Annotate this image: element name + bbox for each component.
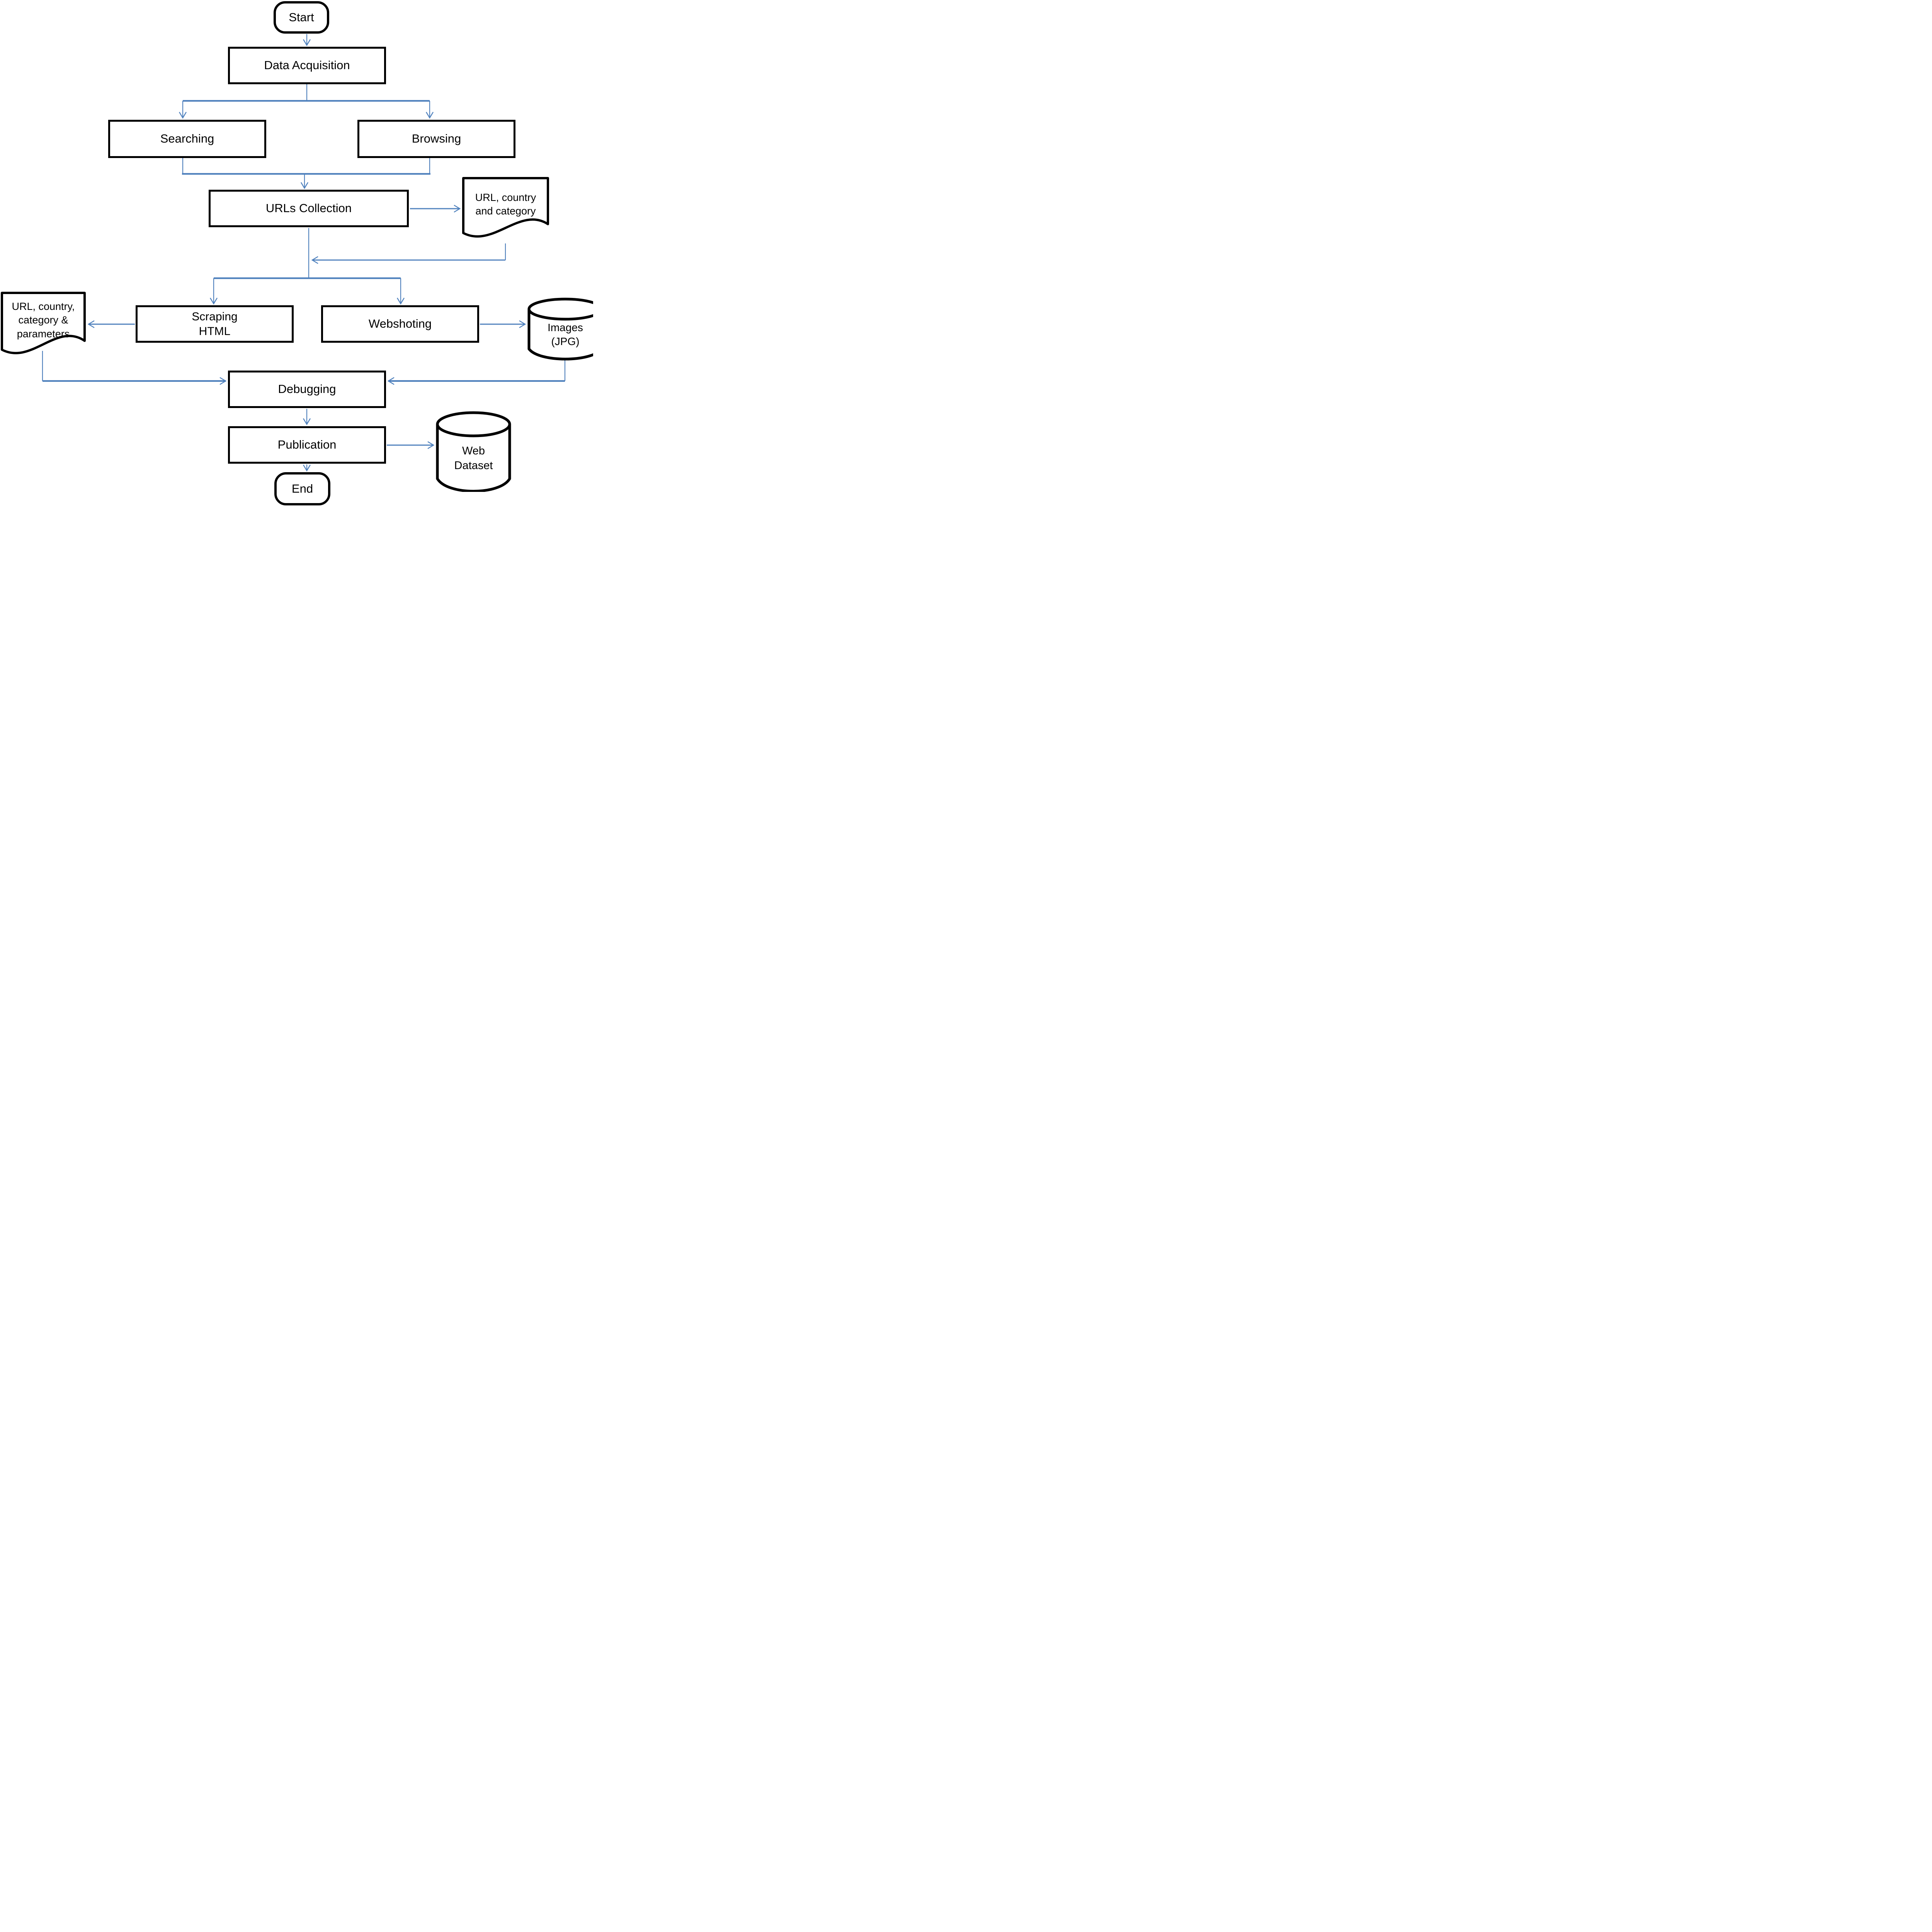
node-browsing-label: Browsing: [412, 132, 461, 146]
node-data-acquisition: Data Acquisition: [228, 47, 386, 84]
database-cylinder-shape: [527, 298, 593, 361]
node-searching: Searching: [108, 120, 266, 158]
node-publication-label: Publication: [277, 438, 337, 452]
node-data-acquisition-label: Data Acquisition: [264, 58, 350, 72]
node-document-url-country-category-label: URL, country and category: [475, 191, 536, 217]
node-end: End: [274, 472, 330, 505]
node-images-jpg: Images (JPG): [527, 298, 593, 361]
node-debugging: Debugging: [228, 371, 386, 408]
node-scraping-html: Scraping HTML: [136, 305, 294, 343]
node-end-label: End: [291, 481, 313, 495]
node-scraping-html-label: Scraping HTML: [192, 310, 238, 338]
node-start-label: Start: [289, 10, 314, 24]
node-document-url-country-category: URL, country and category: [462, 177, 549, 243]
connector-layer: [42, 34, 566, 472]
node-urls-collection: URLs Collection: [209, 190, 409, 227]
node-searching-label: Searching: [160, 132, 214, 146]
flowchart: Start Data Acquisition Searching Browsin…: [0, 0, 593, 507]
document-shape: [1, 292, 86, 354]
document-shape: [462, 177, 549, 238]
node-web-dataset: Web Dataset: [436, 411, 511, 492]
node-debugging-label: Debugging: [278, 382, 336, 396]
database-cylinder-shape: [436, 411, 511, 492]
node-browsing: Browsing: [357, 120, 515, 158]
node-document-url-country-category-parameters-label: URL, country, category & parameters: [12, 301, 75, 340]
node-document-url-country-category-parameters: URL, country, category & parameters: [1, 292, 86, 359]
node-urls-collection-label: URLs Collection: [265, 201, 352, 215]
node-webshoting: Webshoting: [321, 305, 479, 343]
node-images-jpg-label: Images (JPG): [548, 321, 583, 347]
node-publication: Publication: [228, 426, 386, 464]
node-web-dataset-label: Web Dataset: [454, 445, 493, 472]
node-start: Start: [274, 1, 329, 34]
node-webshoting-label: Webshoting: [368, 317, 432, 331]
